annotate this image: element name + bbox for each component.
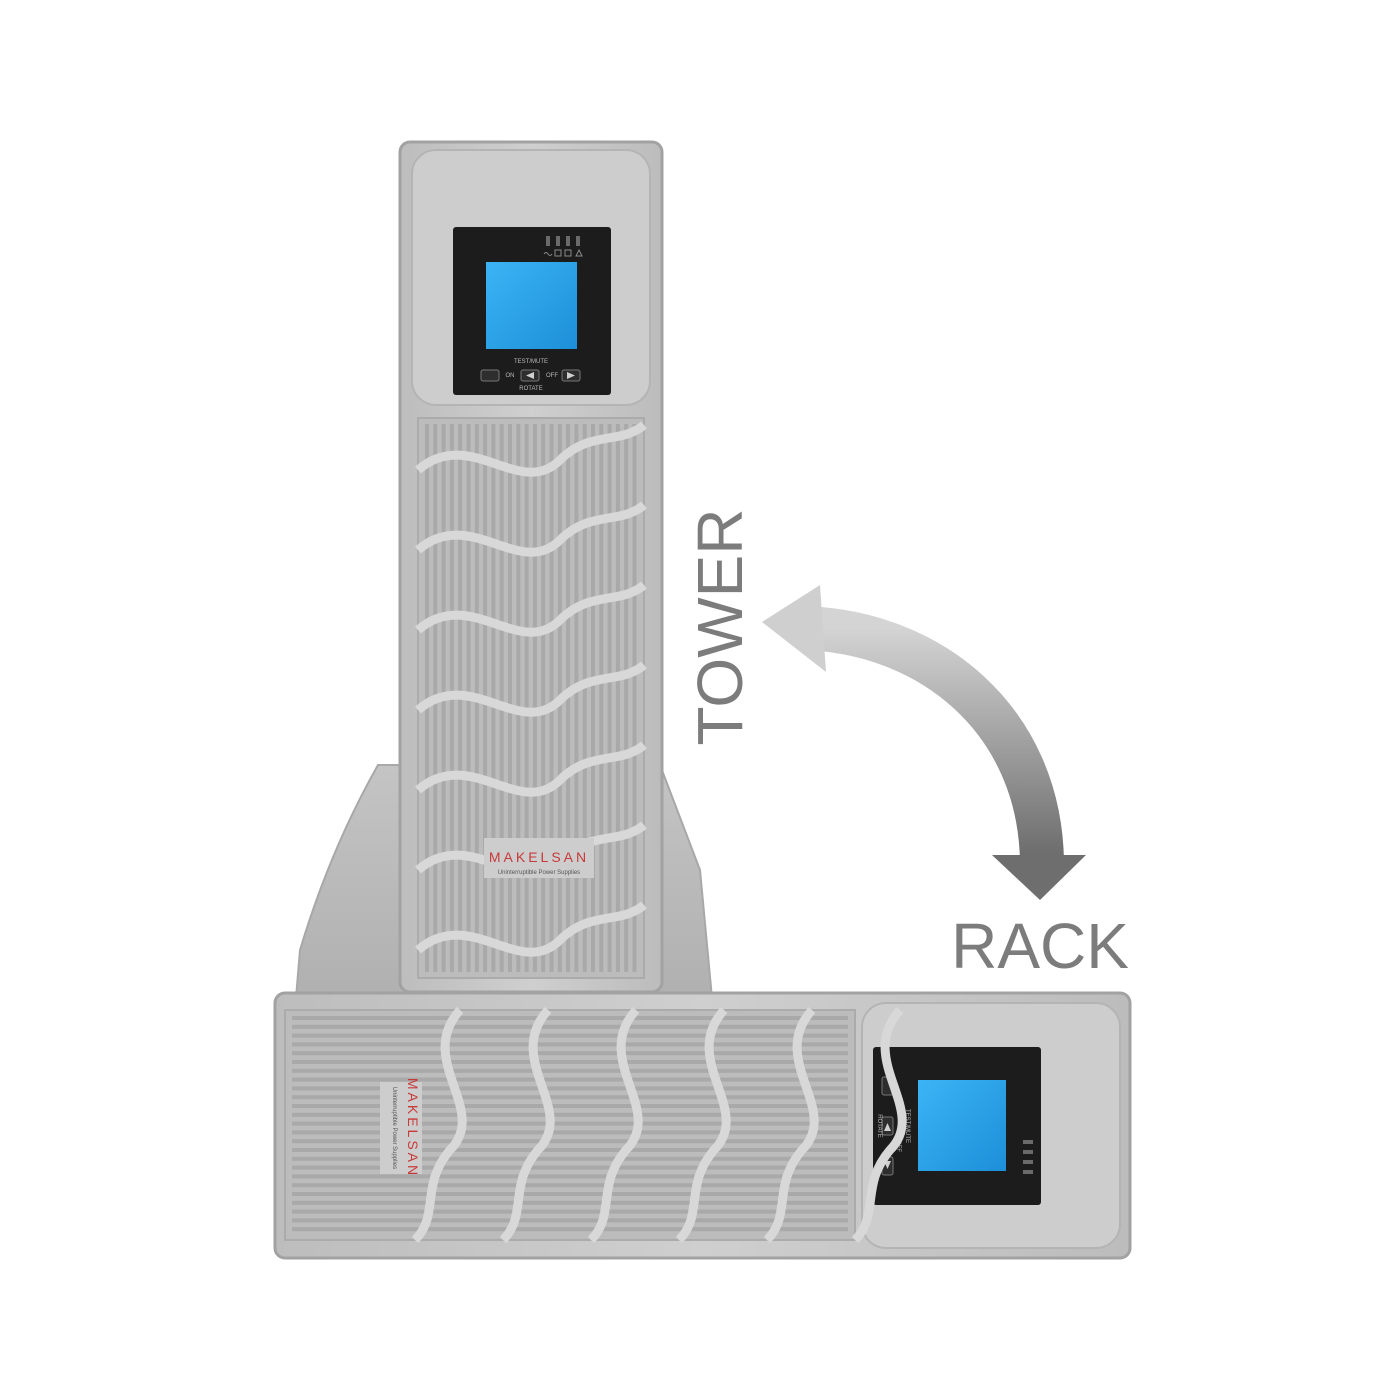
rotation-arrow-head-bottom — [992, 855, 1086, 900]
grille-slot — [624, 424, 629, 972]
tower-control-panel: TEST/MUTE ON OFF ROTATE — [480, 359, 581, 392]
grille-slot — [292, 1104, 848, 1108]
rotation-arrow-shaft — [799, 606, 1064, 863]
rack-orientation-label: RACK — [951, 910, 1129, 982]
tower-off-label: OFF — [546, 373, 558, 379]
grille-slot — [615, 424, 620, 972]
tower-on-label: ON — [506, 373, 515, 379]
rack-brand-tagline: Uninterruptible Power Supplies — [391, 1087, 397, 1169]
rotation-arrow-head-top — [762, 585, 826, 672]
rack-grille-waves — [411, 1006, 907, 1244]
grille-rib — [675, 1006, 731, 1244]
grille-slot — [292, 1209, 848, 1214]
grille-slot — [508, 424, 512, 972]
grille-slot — [599, 424, 604, 972]
rack-test-mute-label: TEST/MUTE — [904, 1109, 910, 1143]
grille-slot — [292, 1042, 848, 1047]
grille-slot — [574, 424, 579, 972]
grille-slot — [292, 1068, 848, 1073]
tower-rotate-label: ROTATE — [519, 386, 542, 392]
grille-rib — [415, 901, 647, 957]
grille-slot — [425, 424, 429, 972]
grille-slot — [292, 1051, 848, 1056]
grille-slot — [292, 1200, 848, 1205]
grille-slot — [582, 424, 587, 972]
grille-slot — [292, 1218, 848, 1223]
grille-slot — [292, 1060, 848, 1064]
tower-ups: TEST/MUTE ON OFF ROTATE MAKELSAN Uninter… — [294, 140, 714, 999]
tower-right-arrow-icon — [567, 372, 575, 379]
tower-status-icons — [543, 248, 583, 257]
grille-slot — [292, 1148, 848, 1152]
tower-test-mute-label: TEST/MUTE — [514, 359, 548, 365]
grille-rib — [587, 1006, 643, 1244]
tower-status-leds — [546, 236, 580, 246]
grille-slot — [292, 1086, 848, 1091]
rack-ups: TEST/MUTE ON OFF ROTATE MAKELSAN Uninter… — [273, 991, 1132, 1260]
grille-slot — [632, 424, 637, 972]
rack-grille-slots — [292, 1016, 848, 1232]
grille-rib — [763, 1006, 819, 1244]
rack-lcd-screen — [918, 1080, 1006, 1171]
grille-slot — [541, 424, 546, 972]
grille-slot — [532, 424, 537, 972]
grille-slot — [292, 1139, 848, 1144]
rack-up-arrow-icon — [884, 1123, 891, 1131]
grille-slot — [292, 1130, 848, 1135]
tower-orientation-label: TOWER — [684, 508, 756, 745]
grille-slot — [292, 1174, 848, 1179]
grille-slot — [524, 424, 529, 972]
grille-slot — [516, 424, 521, 972]
grille-slot — [292, 1165, 848, 1170]
grille-rib — [415, 581, 647, 637]
tower-lcd-screen — [486, 262, 577, 349]
tower-left-arrow-icon — [526, 372, 534, 379]
grille-rib — [415, 501, 647, 557]
rack-brand-plate: MAKELSAN Uninterruptible Power Supplies — [380, 1078, 422, 1178]
grille-slot — [292, 1112, 848, 1117]
grille-rib — [411, 1006, 467, 1244]
rack-rotate-label: ROTATE — [876, 1114, 882, 1137]
grille-rib — [415, 661, 647, 717]
tower-brand-tagline: Uninterruptible Power Supplies — [498, 870, 580, 876]
grille-slot — [292, 1192, 848, 1196]
grille-rib — [415, 741, 647, 797]
grille-rib — [499, 1006, 555, 1244]
grille-slot — [292, 1024, 848, 1029]
grille-slot — [292, 1095, 848, 1100]
grille-slot — [292, 1156, 848, 1161]
tower-enter-button[interactable] — [480, 369, 500, 382]
grille-slot — [591, 424, 595, 972]
rack-status-leds — [1023, 1140, 1033, 1174]
grille-slot — [292, 1227, 848, 1232]
grille-rib — [415, 421, 647, 477]
grille-slot — [292, 1033, 848, 1038]
grille-slot — [292, 1016, 848, 1020]
tower-brand-plate: MAKELSAN Uninterruptible Power Supplies — [484, 838, 594, 878]
grille-slot — [292, 1183, 848, 1188]
tower-brand-logo: MAKELSAN — [489, 849, 589, 865]
rotation-arrow-icon — [762, 585, 1086, 900]
grille-slot — [292, 1077, 848, 1082]
grille-rib — [851, 1006, 907, 1244]
grille-slot — [292, 1121, 848, 1126]
grille-slot — [499, 424, 504, 972]
grille-slot — [549, 424, 554, 972]
tower-grille-waves — [415, 421, 647, 957]
grille-slot — [491, 424, 496, 972]
grille-slot — [607, 424, 612, 972]
rack-brand-logo: MAKELSAN — [405, 1078, 421, 1178]
